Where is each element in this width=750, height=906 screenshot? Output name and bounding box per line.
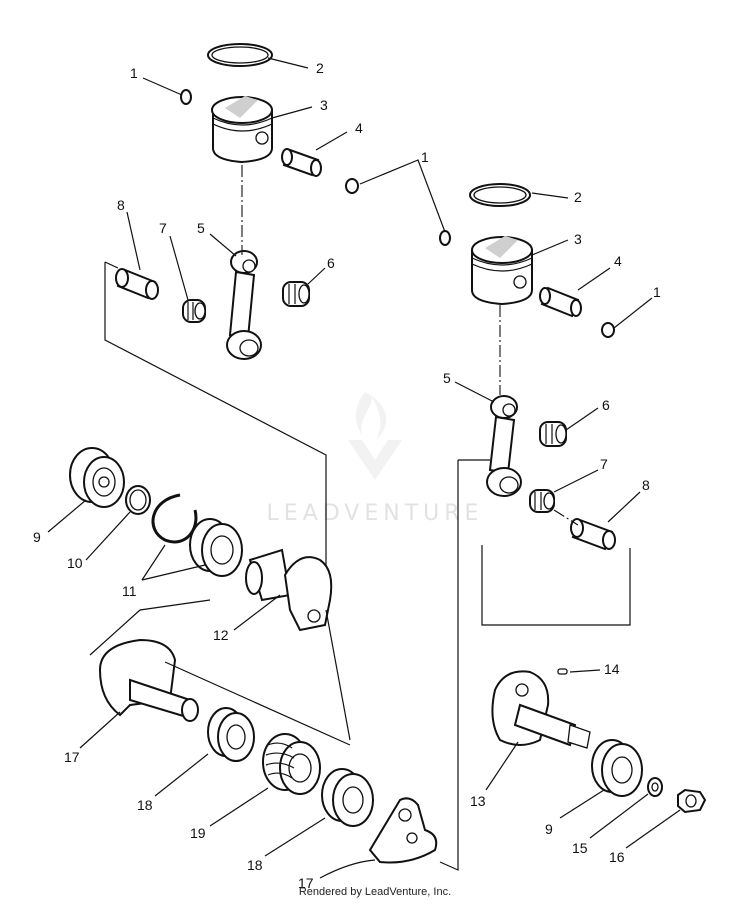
- labyrinth-seal-19: [262, 733, 321, 795]
- crankshaft-half-12: [245, 548, 333, 632]
- crankshaft-half-17-right: [368, 797, 438, 864]
- callout-8: 8: [642, 477, 650, 493]
- crankshaft-half-13: [491, 670, 591, 749]
- piston-right: [471, 236, 533, 306]
- connecting-rod-left: [226, 250, 262, 360]
- callout-19: 19: [190, 825, 206, 841]
- callout-8: 8: [117, 197, 125, 213]
- piston-ring-top-right: [469, 183, 531, 207]
- callout-7: 7: [159, 220, 167, 236]
- main-bearing-9-right: [591, 739, 643, 797]
- callout-9: 9: [545, 821, 553, 837]
- callout-5: 5: [443, 370, 451, 386]
- piston-left: [211, 96, 273, 164]
- callout-18: 18: [137, 797, 153, 813]
- callout-1: 1: [130, 65, 138, 81]
- callout-18: 18: [247, 857, 263, 873]
- callout-13: 13: [470, 793, 486, 809]
- crankshaft-half-17-left: [98, 638, 199, 722]
- callout-2: 2: [316, 60, 324, 76]
- needle-bearing-8-left: [115, 268, 159, 300]
- bearing-18-right: [321, 768, 374, 827]
- needle-bearing-7-right: [529, 489, 555, 513]
- circlip-left-2: [345, 178, 359, 194]
- circlip-left-1: [180, 89, 192, 105]
- watermark-text: LEADVENTURE: [267, 501, 484, 526]
- snap-ring-10: [125, 485, 151, 515]
- callout-10: 10: [67, 555, 83, 571]
- callout-1: 1: [421, 149, 429, 165]
- piston-pin-right: [539, 286, 582, 318]
- needle-bearing-6-right: [539, 421, 567, 447]
- main-bearing-11: [189, 518, 243, 577]
- needle-bearing-6-left: [282, 281, 310, 307]
- leader-lines: [47, 57, 681, 879]
- callout-3: 3: [574, 231, 582, 247]
- callout-11: 11: [122, 583, 137, 599]
- watermark-logo-icon: [348, 392, 402, 480]
- woodruff-key-14: [557, 668, 568, 675]
- callout-4: 4: [614, 253, 622, 269]
- nut-16: [677, 788, 707, 814]
- piston-ring-top-left: [207, 43, 273, 67]
- callout-labels: 1 2 3 4 1 2 3 4 1 8 7 5 6 5 6 7 8 9 10 1…: [33, 60, 661, 891]
- needle-bearing-8-right: [570, 518, 616, 551]
- callout-17: 17: [64, 749, 80, 765]
- callout-14: 14: [604, 661, 620, 677]
- piston-pin-left: [281, 148, 322, 177]
- callout-17: 17: [298, 875, 314, 891]
- callout-15: 15: [572, 840, 588, 856]
- callout-6: 6: [327, 255, 335, 271]
- c-ring-11: [151, 493, 198, 544]
- circlip-right-1: [439, 230, 451, 246]
- bearing-18-left: [207, 707, 255, 762]
- main-bearing-9-left: [69, 447, 125, 508]
- needle-bearing-7-left: [182, 299, 206, 323]
- callout-2: 2: [574, 189, 582, 205]
- callout-4: 4: [355, 120, 363, 136]
- credit-text: Rendered by LeadVenture, Inc.: [298, 886, 452, 898]
- callout-3: 3: [320, 97, 328, 113]
- callout-5: 5: [197, 220, 205, 236]
- washer-15: [647, 777, 663, 797]
- callout-1: 1: [653, 284, 661, 300]
- circlip-right-2: [601, 322, 615, 338]
- callout-12: 12: [213, 627, 229, 643]
- callout-7: 7: [600, 456, 608, 472]
- callout-6: 6: [602, 397, 610, 413]
- connecting-rod-right: [486, 395, 522, 497]
- callout-9: 9: [33, 529, 41, 545]
- callout-16: 16: [609, 849, 625, 865]
